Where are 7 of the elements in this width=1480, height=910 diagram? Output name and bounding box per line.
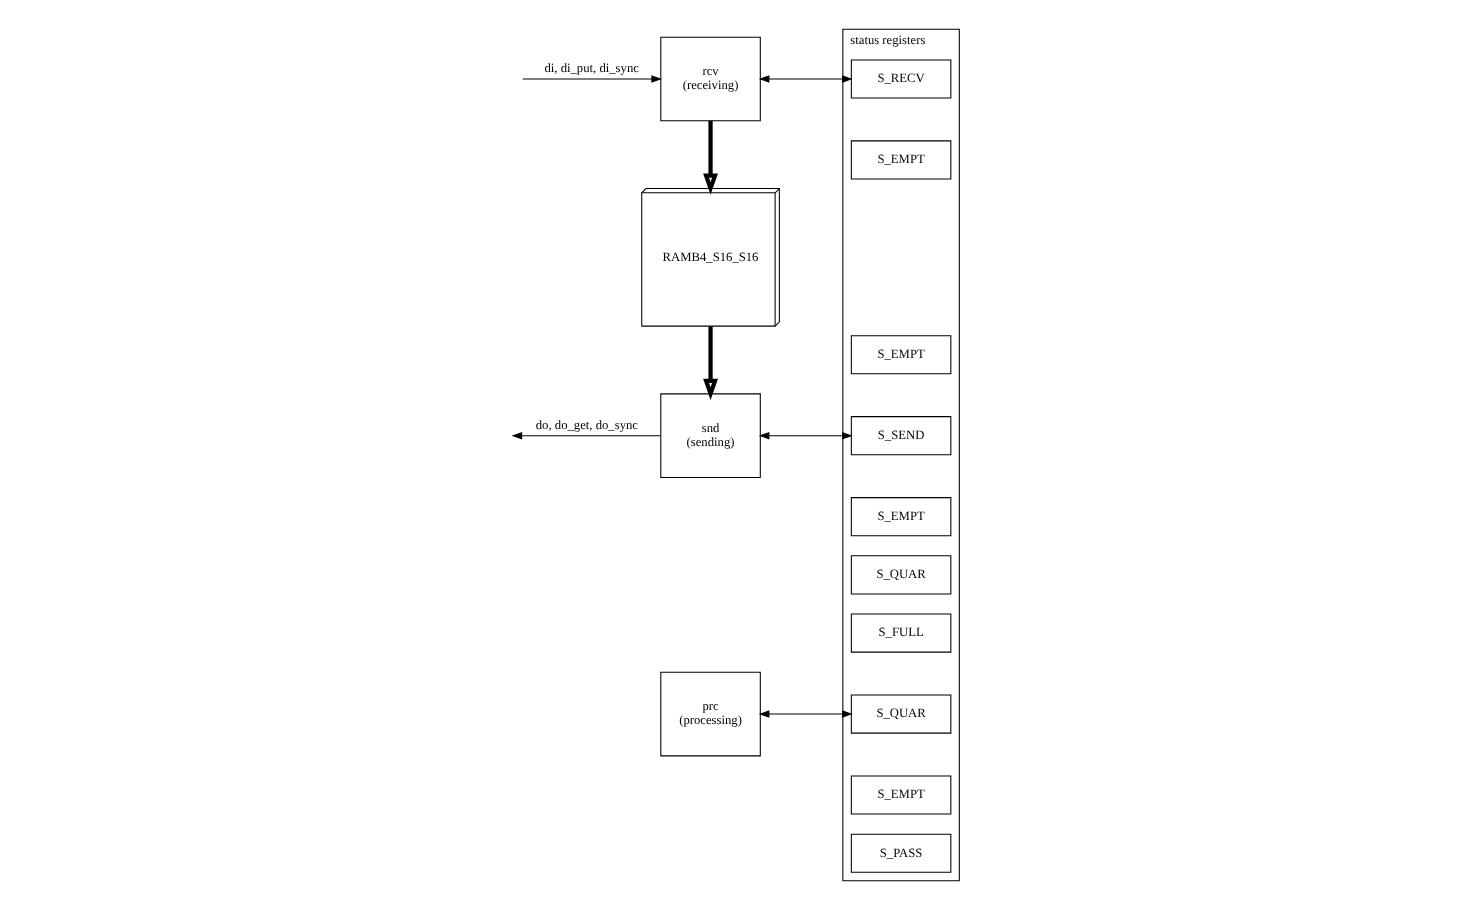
- arrow: [703, 120, 718, 195]
- arrow: [522, 75, 662, 83]
- arrow: [511, 431, 661, 440]
- arrow: [758, 431, 853, 440]
- arrow: [758, 710, 853, 718]
- arrow: [703, 326, 718, 401]
- arrow: [758, 75, 853, 83]
